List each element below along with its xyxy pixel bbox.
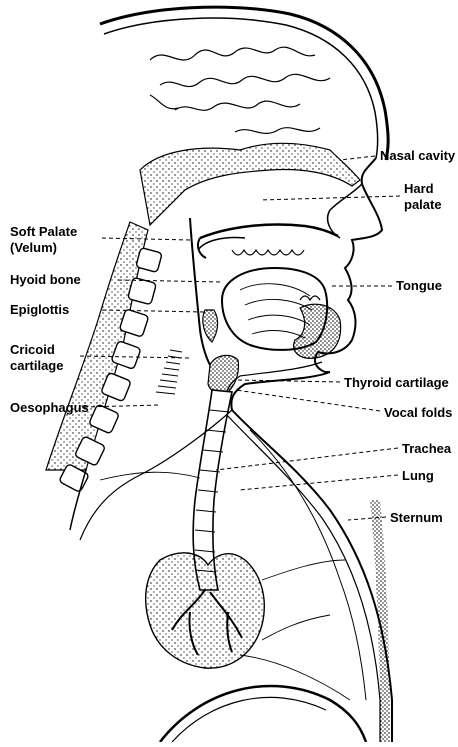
oesophagus-stripes xyxy=(156,350,182,394)
label-tongue: Tongue xyxy=(396,278,442,293)
label-cricoid-line1: Cricoid xyxy=(10,342,55,357)
label-trachea: Trachea xyxy=(402,441,451,456)
label-oesophagus: Oesophagus xyxy=(10,400,89,415)
label-soft-palate-line1: Soft Palate xyxy=(10,224,77,239)
sternum-band xyxy=(370,500,390,742)
soft-palate xyxy=(198,238,206,258)
label-vocal-folds: Vocal folds xyxy=(384,405,452,420)
label-hyoid-bone: Hyoid bone xyxy=(10,272,81,287)
lung-lobe xyxy=(146,553,265,668)
epiglottis-shape xyxy=(203,310,218,342)
label-soft-palate-line2: (Velum) xyxy=(10,240,57,255)
hard-palate xyxy=(200,225,338,239)
label-hard-palate-line1: Hard xyxy=(404,181,434,196)
skull-outline xyxy=(100,7,388,160)
label-epiglottis: Epiglottis xyxy=(10,302,69,317)
label-lung: Lung xyxy=(402,468,434,483)
brain-squiggles xyxy=(150,47,330,133)
label-cricoid-line2: cartilage xyxy=(10,358,63,373)
diaphragm xyxy=(160,686,366,742)
label-thyroid-cartilage: Thyroid cartilage xyxy=(344,375,449,390)
skull-base xyxy=(140,143,360,225)
label-nasal-cavity: Nasal cavity xyxy=(380,148,455,163)
upper-teeth xyxy=(232,250,304,255)
larynx xyxy=(208,355,239,393)
label-hard-palate-line2: palate xyxy=(404,197,442,212)
label-sternum: Sternum xyxy=(390,510,443,525)
